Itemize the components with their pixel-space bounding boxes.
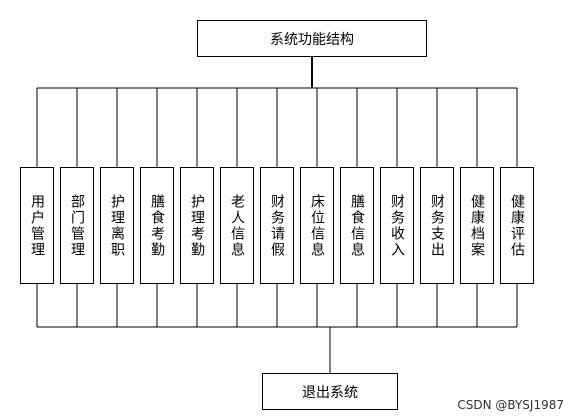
exit-node: 退出系统 — [262, 373, 398, 410]
module-label: 财务请假 — [269, 193, 285, 258]
module-node: 护理离职 — [100, 167, 134, 284]
exit-label: 退出系统 — [302, 384, 358, 401]
module-node: 用户管理 — [20, 167, 54, 284]
watermark: CSDN @BYSJ1987 — [457, 398, 564, 412]
module-label: 财务支出 — [429, 193, 445, 258]
module-label: 床位信息 — [309, 193, 325, 258]
module-label: 膳食考勤 — [149, 193, 165, 258]
root-label: 系统功能结构 — [270, 31, 354, 48]
module-label: 财务收入 — [389, 193, 405, 258]
module-node: 财务请假 — [260, 167, 294, 284]
module-label: 老人信息 — [229, 193, 245, 258]
module-node: 护理考勤 — [180, 167, 214, 284]
module-label: 健康评估 — [509, 193, 525, 258]
module-node: 老人信息 — [220, 167, 254, 284]
module-label: 健康档案 — [469, 193, 485, 258]
module-label: 护理离职 — [109, 193, 125, 258]
module-label: 护理考勤 — [189, 193, 205, 258]
module-node: 床位信息 — [300, 167, 334, 284]
module-node: 健康档案 — [460, 167, 494, 284]
module-node: 部门管理 — [60, 167, 94, 284]
module-node: 健康评估 — [500, 167, 534, 284]
module-label: 膳食信息 — [349, 193, 365, 258]
module-node: 财务收入 — [380, 167, 414, 284]
module-node: 膳食考勤 — [140, 167, 174, 284]
module-label: 用户管理 — [29, 193, 45, 258]
root-node: 系统功能结构 — [197, 20, 427, 57]
module-node: 膳食信息 — [340, 167, 374, 284]
module-label: 部门管理 — [69, 193, 85, 258]
module-node: 财务支出 — [420, 167, 454, 284]
